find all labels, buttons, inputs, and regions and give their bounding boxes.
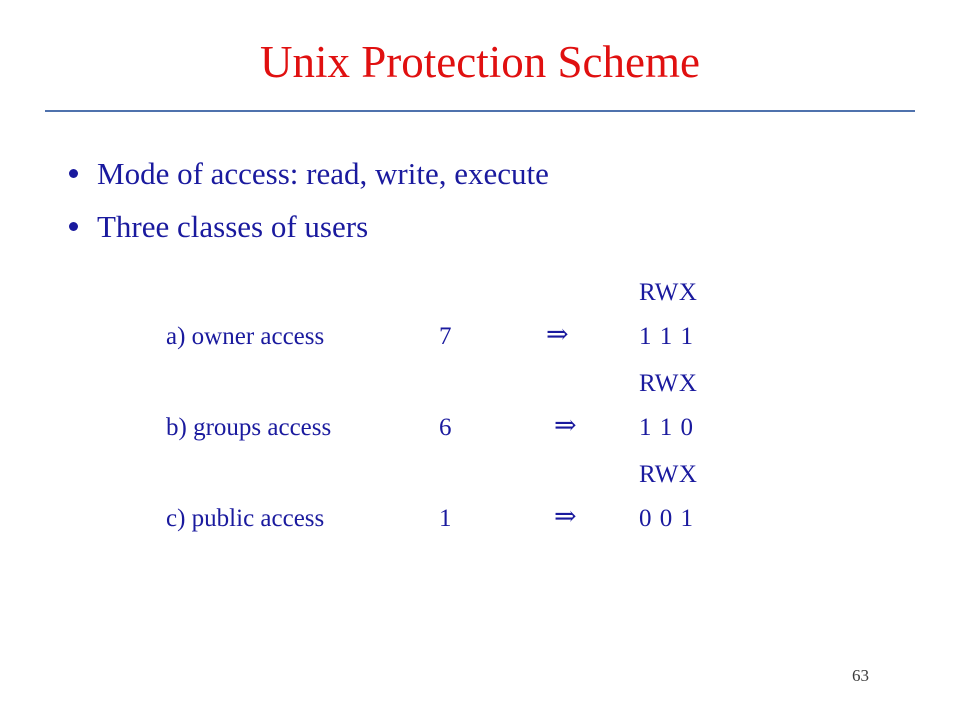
page-number: 63	[852, 666, 869, 685]
list-item: Mode of access: read, write, execute	[60, 152, 920, 205]
permission-octal-value: 7	[439, 323, 452, 350]
bullet-dot-icon	[69, 222, 78, 231]
bullet-item-label: Three classes of users	[97, 209, 369, 244]
permission-bits-value: 1 1 0	[639, 414, 694, 441]
permission-bits-header: RWX	[639, 370, 698, 397]
implies-arrow-icon: ⇒	[546, 319, 569, 349]
bullet-dot-icon	[69, 169, 78, 178]
permission-bits-header: RWX	[639, 461, 698, 488]
permission-bits-value: 0 0 1	[639, 505, 694, 532]
permission-bits-header: RWX	[639, 279, 698, 306]
table-row: c) public access 1 ⇒ 0 0 1	[0, 501, 960, 538]
permission-block: RWX a) owner access 7 ⇒ 1 1 1	[0, 278, 960, 369]
list-item: Three classes of users	[60, 205, 920, 258]
permission-block: RWX c) public access 1 ⇒ 0 0 1	[0, 460, 960, 551]
permission-class-label: a) owner access	[166, 323, 325, 350]
permission-bits-value: 1 1 1	[639, 323, 694, 350]
permission-table: RWX a) owner access 7 ⇒ 1 1 1 RWX b) gro…	[0, 278, 960, 551]
bullet-item-label: Mode of access: read, write, execute	[97, 156, 549, 191]
implies-arrow-icon: ⇒	[554, 410, 577, 440]
permission-octal-value: 1	[439, 505, 452, 532]
permission-class-label: b) groups access	[166, 414, 332, 441]
permission-octal-value: 6	[439, 414, 452, 441]
table-row: a) owner access 7 ⇒ 1 1 1	[0, 319, 960, 356]
permission-block: RWX b) groups access 6 ⇒ 1 1 0	[0, 369, 960, 460]
table-row: b) groups access 6 ⇒ 1 1 0	[0, 410, 960, 447]
implies-arrow-icon: ⇒	[554, 501, 577, 531]
bullet-list: Mode of access: read, write, execute Thr…	[60, 152, 920, 258]
slide-title: Unix Protection Scheme	[260, 37, 700, 87]
title-divider-rule	[45, 110, 915, 112]
permission-class-label: c) public access	[166, 505, 325, 532]
